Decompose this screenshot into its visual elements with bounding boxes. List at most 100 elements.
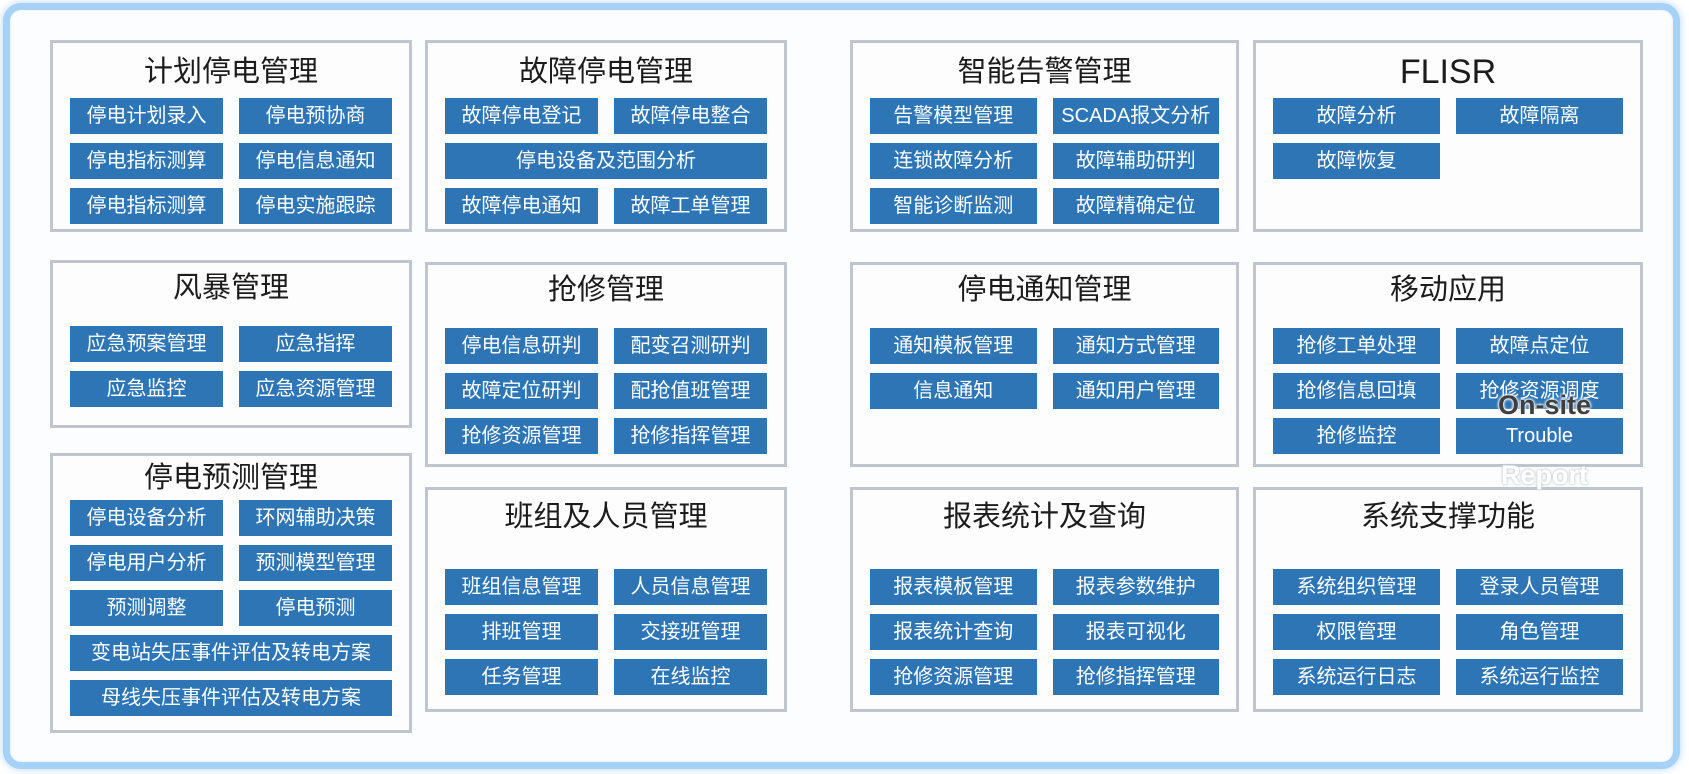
report-stats-button-2[interactable]: 报表统计查询 — [870, 614, 1037, 650]
system-support-button-5[interactable]: 系统运行监控 — [1456, 659, 1623, 695]
team-personnel-button-4[interactable]: 任务管理 — [445, 659, 598, 695]
mobile-app-title: 移动应用 — [1389, 274, 1506, 306]
fault-outage-button-2[interactable]: 停电设备及范围分析 — [445, 143, 767, 179]
outage-forecast-button-5[interactable]: 停电预测 — [239, 590, 392, 626]
fault-outage-title: 故障停电管理 — [518, 56, 693, 88]
planned-outage-button-2[interactable]: 停电指标测算 — [70, 143, 223, 179]
team-personnel-button-1[interactable]: 人员信息管理 — [614, 569, 767, 605]
team-personnel-button-grid: 班组信息管理人员信息管理排班管理交接班管理任务管理在线监控 — [428, 569, 784, 695]
outage-forecast-button-0[interactable]: 停电设备分析 — [70, 500, 223, 536]
mobile-app-button-5[interactable]: Trouble — [1456, 418, 1623, 454]
mobile-app-button-3[interactable]: 抢修资源调度 — [1456, 373, 1623, 409]
smart-alarm-title: 智能告警管理 — [957, 56, 1132, 88]
system-support-button-grid: 系统组织管理登录人员管理权限管理角色管理系统运行日志系统运行监控 — [1256, 569, 1640, 695]
fault-outage-button-0[interactable]: 故障停电登记 — [445, 98, 598, 134]
system-support-button-0[interactable]: 系统组织管理 — [1273, 569, 1440, 605]
planned-outage-button-4[interactable]: 停电指标测算 — [70, 188, 223, 224]
panel-outage-forecast: 停电预测管理停电设备分析环网辅助决策停电用户分析预测模型管理预测调整停电预测变电… — [50, 453, 412, 733]
outage-notice-button-3[interactable]: 通知用户管理 — [1052, 373, 1219, 409]
repair-button-5[interactable]: 抢修指挥管理 — [614, 418, 767, 454]
system-support-button-4[interactable]: 系统运行日志 — [1273, 659, 1440, 695]
mobile-app-button-2[interactable]: 抢修信息回填 — [1273, 373, 1440, 409]
repair-button-3[interactable]: 配抢值班管理 — [614, 373, 767, 409]
outage-forecast-button-6[interactable]: 变电站失压事件评估及转电方案 — [70, 635, 392, 671]
outage-notice-button-0[interactable]: 通知模板管理 — [870, 328, 1037, 364]
panel-flisr: FLISR 故障分析故障隔离故障恢复 — [1253, 40, 1643, 232]
outage-forecast-button-2[interactable]: 停电用户分析 — [70, 545, 223, 581]
outage-notice-button-2[interactable]: 信息通知 — [870, 373, 1037, 409]
outage-forecast-button-1[interactable]: 环网辅助决策 — [239, 500, 392, 536]
system-support-button-3[interactable]: 角色管理 — [1456, 614, 1623, 650]
team-personnel-button-0[interactable]: 班组信息管理 — [445, 569, 598, 605]
team-personnel-button-5[interactable]: 在线监控 — [614, 659, 767, 695]
report-stats-title: 报表统计及查询 — [942, 501, 1146, 533]
flisr-button-2[interactable]: 故障恢复 — [1273, 143, 1440, 179]
outage-forecast-title: 停电预测管理 — [143, 462, 318, 494]
flisr-title: FLISR — [1399, 53, 1497, 91]
smart-alarm-button-1[interactable]: SCADA报文分析 — [1052, 98, 1219, 134]
panel-storm: 风暴管理应急预案管理应急指挥应急监控应急资源管理 — [50, 260, 412, 428]
panel-repair: 抢修管理停电信息研判配变召测研判故障定位研判配抢值班管理抢修资源管理抢修指挥管理 — [425, 262, 787, 467]
outage-forecast-button-7[interactable]: 母线失压事件评估及转电方案 — [70, 680, 392, 716]
planned-outage-button-grid: 停电计划录入停电预协商停电指标测算停电信息通知停电指标测算停电实施跟踪 — [53, 98, 409, 224]
system-support-button-1[interactable]: 登录人员管理 — [1456, 569, 1623, 605]
smart-alarm-button-2[interactable]: 连锁故障分析 — [870, 143, 1037, 179]
repair-button-2[interactable]: 故障定位研判 — [445, 373, 598, 409]
system-support-button-2[interactable]: 权限管理 — [1273, 614, 1440, 650]
fault-outage-button-3[interactable]: 故障停电通知 — [445, 188, 598, 224]
mobile-app-button-4[interactable]: 抢修监控 — [1273, 418, 1440, 454]
panel-fault-outage: 故障停电管理故障停电登记故障停电整合停电设备及范围分析故障停电通知故障工单管理 — [425, 40, 787, 232]
flisr-button-0[interactable]: 故障分析 — [1273, 98, 1440, 134]
fault-outage-button-1[interactable]: 故障停电整合 — [614, 98, 767, 134]
flisr-button-grid: 故障分析故障隔离故障恢复 — [1256, 98, 1640, 179]
repair-button-4[interactable]: 抢修资源管理 — [445, 418, 598, 454]
planned-outage-button-0[interactable]: 停电计划录入 — [70, 98, 223, 134]
report-stats-button-0[interactable]: 报表模板管理 — [870, 569, 1037, 605]
outage-forecast-button-3[interactable]: 预测模型管理 — [239, 545, 392, 581]
repair-title: 抢修管理 — [547, 274, 664, 306]
smart-alarm-button-0[interactable]: 告警模型管理 — [870, 98, 1037, 134]
mobile-app-button-1[interactable]: 故障点定位 — [1456, 328, 1623, 364]
outage-forecast-button-4[interactable]: 预测调整 — [70, 590, 223, 626]
panel-outage-notice: 停电通知管理通知模板管理通知方式管理信息通知通知用户管理 — [850, 262, 1239, 467]
smart-alarm-button-4[interactable]: 智能诊断监测 — [870, 188, 1037, 224]
mobile-app-button-0[interactable]: 抢修工单处理 — [1273, 328, 1440, 364]
panel-report-stats: 报表统计及查询报表模板管理报表参数维护报表统计查询报表可视化抢修资源管理抢修指挥… — [850, 487, 1239, 712]
panel-planned-outage: 计划停电管理停电计划录入停电预协商停电指标测算停电信息通知停电指标测算停电实施跟… — [50, 40, 412, 232]
outage-notice-button-1[interactable]: 通知方式管理 — [1052, 328, 1219, 364]
repair-button-0[interactable]: 停电信息研判 — [445, 328, 598, 364]
repair-button-grid: 停电信息研判配变召测研判故障定位研判配抢值班管理抢修资源管理抢修指挥管理 — [428, 328, 784, 454]
planned-outage-button-5[interactable]: 停电实施跟踪 — [239, 188, 392, 224]
storm-button-1[interactable]: 应急指挥 — [239, 326, 392, 362]
smart-alarm-button-3[interactable]: 故障辅助研判 — [1052, 143, 1219, 179]
storm-button-3[interactable]: 应急资源管理 — [239, 371, 392, 407]
storm-button-grid: 应急预案管理应急指挥应急监控应急资源管理 — [53, 326, 409, 407]
flisr-button-1[interactable]: 故障隔离 — [1456, 98, 1623, 134]
planned-outage-button-1[interactable]: 停电预协商 — [239, 98, 392, 134]
panel-mobile-app: 移动应用抢修工单处理故障点定位抢修信息回填抢修资源调度抢修监控 Trouble — [1253, 262, 1643, 467]
panel-smart-alarm: 智能告警管理告警模型管理 SCADA报文分析连锁故障分析故障辅助研判智能诊断监测故… — [850, 40, 1239, 232]
planned-outage-title: 计划停电管理 — [143, 56, 318, 88]
team-personnel-button-3[interactable]: 交接班管理 — [614, 614, 767, 650]
panel-team-personnel: 班组及人员管理班组信息管理人员信息管理排班管理交接班管理任务管理在线监控 — [425, 487, 787, 712]
report-stats-button-4[interactable]: 抢修资源管理 — [870, 659, 1037, 695]
report-stats-button-1[interactable]: 报表参数维护 — [1052, 569, 1219, 605]
outage-notice-title: 停电通知管理 — [957, 274, 1132, 306]
smart-alarm-button-grid: 告警模型管理 SCADA报文分析连锁故障分析故障辅助研判智能诊断监测故障精确定位 — [853, 98, 1236, 224]
smart-alarm-button-5[interactable]: 故障精确定位 — [1052, 188, 1219, 224]
planned-outage-button-3[interactable]: 停电信息通知 — [239, 143, 392, 179]
repair-button-1[interactable]: 配变召测研判 — [614, 328, 767, 364]
fault-outage-button-grid: 故障停电登记故障停电整合停电设备及范围分析故障停电通知故障工单管理 — [428, 98, 784, 224]
storm-button-0[interactable]: 应急预案管理 — [70, 326, 223, 362]
outage-notice-button-grid: 通知模板管理通知方式管理信息通知通知用户管理 — [853, 328, 1236, 409]
report-stats-button-5[interactable]: 抢修指挥管理 — [1052, 659, 1219, 695]
fault-outage-button-4[interactable]: 故障工单管理 — [614, 188, 767, 224]
mobile-app-button-grid: 抢修工单处理故障点定位抢修信息回填抢修资源调度抢修监控 Trouble — [1256, 328, 1640, 454]
team-personnel-button-2[interactable]: 排班管理 — [445, 614, 598, 650]
system-support-title: 系统支撑功能 — [1360, 501, 1535, 533]
storm-button-2[interactable]: 应急监控 — [70, 371, 223, 407]
report-stats-button-grid: 报表模板管理报表参数维护报表统计查询报表可视化抢修资源管理抢修指挥管理 — [853, 569, 1236, 695]
storm-title: 风暴管理 — [172, 272, 289, 304]
report-stats-button-3[interactable]: 报表可视化 — [1052, 614, 1219, 650]
